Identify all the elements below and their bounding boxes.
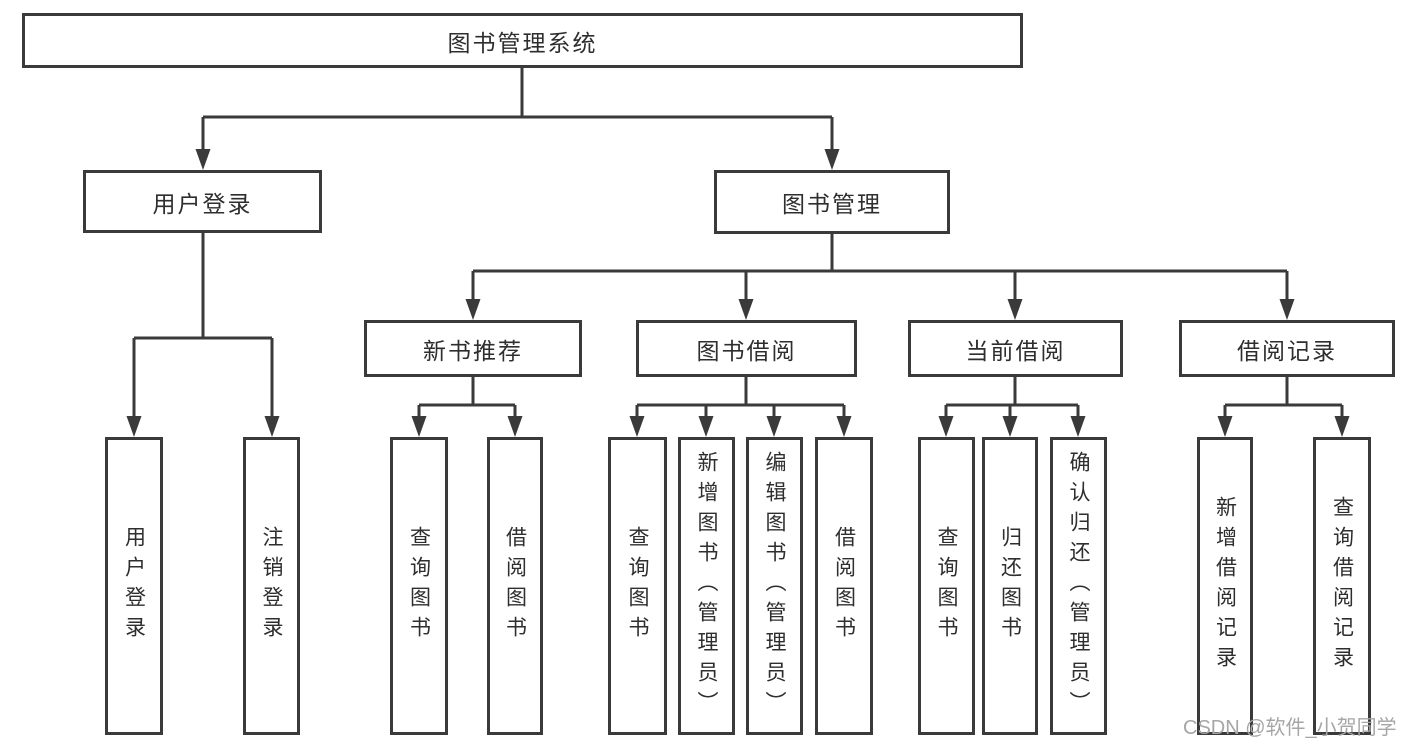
leaf-user-login-label: 用户登录 xyxy=(122,526,146,646)
connector-borrow-records-to-leaves xyxy=(1223,377,1344,417)
node-library-system-label: 图书管理系统 xyxy=(447,29,598,56)
leaf-add-borrow-record-label: 新增借阅记录 xyxy=(1213,496,1237,676)
arrowhead-leaf-add-book xyxy=(698,416,714,437)
leaf-query-books-1-label: 查询图书 xyxy=(407,526,431,646)
connector-book-borrow-to-leaves xyxy=(635,377,846,417)
arrowhead-leaf-edit-book xyxy=(766,416,782,437)
connector-current-borrow-to-leaves xyxy=(944,377,1080,417)
leaf-query-borrow-record: 查询借阅记录 xyxy=(1313,437,1371,735)
connector-new-book-to-leaves xyxy=(417,377,517,417)
arrowhead-current-borrow xyxy=(1007,299,1023,320)
arrowhead-borrow-records xyxy=(1279,299,1295,320)
arrowhead-user-login xyxy=(195,149,211,170)
leaf-query-borrow-record-label: 查询借阅记录 xyxy=(1330,496,1354,676)
node-current-borrow: 当前借阅 xyxy=(908,320,1123,377)
leaf-return-book-label: 归还图书 xyxy=(998,526,1022,646)
leaf-add-book: 新增图书（管理员） xyxy=(678,437,735,735)
leaf-query-books-2-label: 查询图书 xyxy=(626,526,649,646)
node-borrow-records: 借阅记录 xyxy=(1179,320,1395,377)
arrowhead-leaf-add-record xyxy=(1217,416,1233,437)
node-book-borrow-label: 图书借阅 xyxy=(696,337,797,364)
watermark: CSDN @软件_小贺同学 xyxy=(1183,717,1397,739)
leaf-logout-label: 注销登录 xyxy=(260,526,283,646)
leaf-user-login: 用户登录 xyxy=(105,437,163,735)
arrowhead-leaf-borrow-books-1 xyxy=(507,416,523,437)
arrowhead-leaf-confirm-return xyxy=(1070,416,1086,437)
node-book-management-label: 图书管理 xyxy=(782,191,882,217)
node-current-borrow-label: 当前借阅 xyxy=(965,337,1066,364)
arrowhead-leaf-borrow-books-2 xyxy=(836,416,852,437)
arrowhead-book-management xyxy=(824,149,840,170)
leaf-confirm-return-label: 确认归还（管理员） xyxy=(1067,451,1090,721)
leaf-query-books-2: 查询图书 xyxy=(608,437,667,735)
arrowhead-leaf-logout xyxy=(264,416,280,437)
leaf-query-books-3: 查询图书 xyxy=(918,437,975,735)
leaf-query-books-3-label: 查询图书 xyxy=(935,526,958,646)
connector-root-to-level2 xyxy=(201,68,834,150)
connector-book-management-to-level3 xyxy=(471,234,1289,300)
leaf-borrow-books-2: 借阅图书 xyxy=(815,437,873,735)
leaf-logout: 注销登录 xyxy=(243,437,300,735)
arrowhead-leaf-query-books-1 xyxy=(411,416,427,437)
node-book-borrow: 图书借阅 xyxy=(636,320,857,377)
leaf-confirm-return: 确认归还（管理员） xyxy=(1050,437,1107,735)
node-book-management: 图书管理 xyxy=(714,170,950,234)
arrowhead-leaf-return-book xyxy=(1002,416,1018,437)
leaf-borrow-books-1: 借阅图书 xyxy=(487,437,543,735)
leaf-borrow-books-2-label: 借阅图书 xyxy=(832,526,856,646)
node-user-login-label: 用户登录 xyxy=(152,190,253,217)
arrowhead-leaf-query-books-2 xyxy=(629,416,645,437)
arrowhead-book-borrow xyxy=(738,299,754,320)
leaf-borrow-books-1-label: 借阅图书 xyxy=(503,526,527,646)
leaf-return-book: 归还图书 xyxy=(982,437,1038,735)
node-user-login: 用户登录 xyxy=(83,170,322,233)
node-new-book-recommend-label: 新书推荐 xyxy=(423,337,523,364)
leaf-edit-book-label: 编辑图书（管理员） xyxy=(763,451,786,721)
arrowhead-leaf-query-record xyxy=(1334,416,1350,437)
leaf-add-book-label: 新增图书（管理员） xyxy=(695,451,718,721)
leaf-add-borrow-record: 新增借阅记录 xyxy=(1197,437,1253,735)
leaf-edit-book: 编辑图书（管理员） xyxy=(746,437,803,735)
arrowhead-leaf-user-login xyxy=(126,416,142,437)
arrowhead-leaf-query-books-3 xyxy=(938,416,954,437)
node-library-system: 图书管理系统 xyxy=(22,13,1023,68)
arrowhead-new-book-recommend xyxy=(465,299,481,320)
node-borrow-records-label: 借阅记录 xyxy=(1237,337,1337,364)
node-new-book-recommend: 新书推荐 xyxy=(364,320,582,377)
connector-user-login-to-leaves xyxy=(132,233,274,417)
leaf-query-books-1: 查询图书 xyxy=(390,437,448,735)
